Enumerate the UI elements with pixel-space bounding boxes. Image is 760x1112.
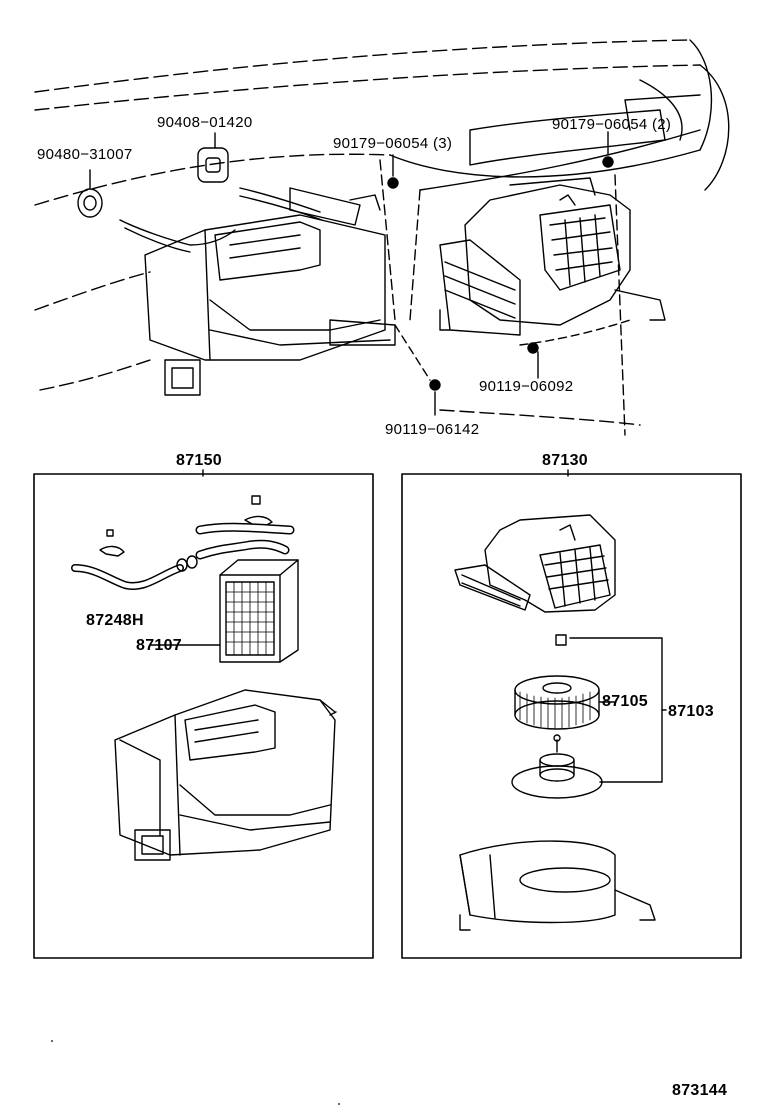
- illustration-number: 873144: [672, 1082, 728, 1099]
- assembly-label-87130: 87130: [542, 452, 588, 469]
- part-label-90480-31007: 90480−31007: [37, 146, 133, 163]
- assembly-box-87130: [401, 473, 742, 959]
- assembly-box-87150: [33, 473, 374, 959]
- blower-unit-overview: [439, 177, 666, 336]
- assembly-label-87150: 87150: [176, 452, 222, 469]
- part-label-87107: 87107: [136, 637, 182, 654]
- part-label-90119-06092: 90119−06092: [479, 378, 574, 395]
- box-87130-artwork: [454, 469, 667, 931]
- part-label-90408-01420: 90408−01420: [157, 114, 253, 131]
- part-label-90179-06054-3: 90179−06054 (3): [333, 135, 453, 152]
- stray-dot: [51, 1040, 53, 1042]
- top-fasteners: [77, 131, 631, 416]
- heater-unit-overview: [119, 187, 396, 396]
- part-label-90179-06054-2: 90179−06054 (2): [552, 116, 672, 133]
- part-label-90119-06142: 90119−06142: [385, 421, 480, 438]
- part-label-87248h: 87248H: [86, 612, 144, 629]
- box-87150-artwork: [71, 469, 337, 861]
- stray-dot: [338, 1103, 340, 1105]
- dashboard-outline: [34, 39, 730, 436]
- part-label-87103: 87103: [668, 703, 714, 720]
- part-label-87105: 87105: [602, 693, 648, 710]
